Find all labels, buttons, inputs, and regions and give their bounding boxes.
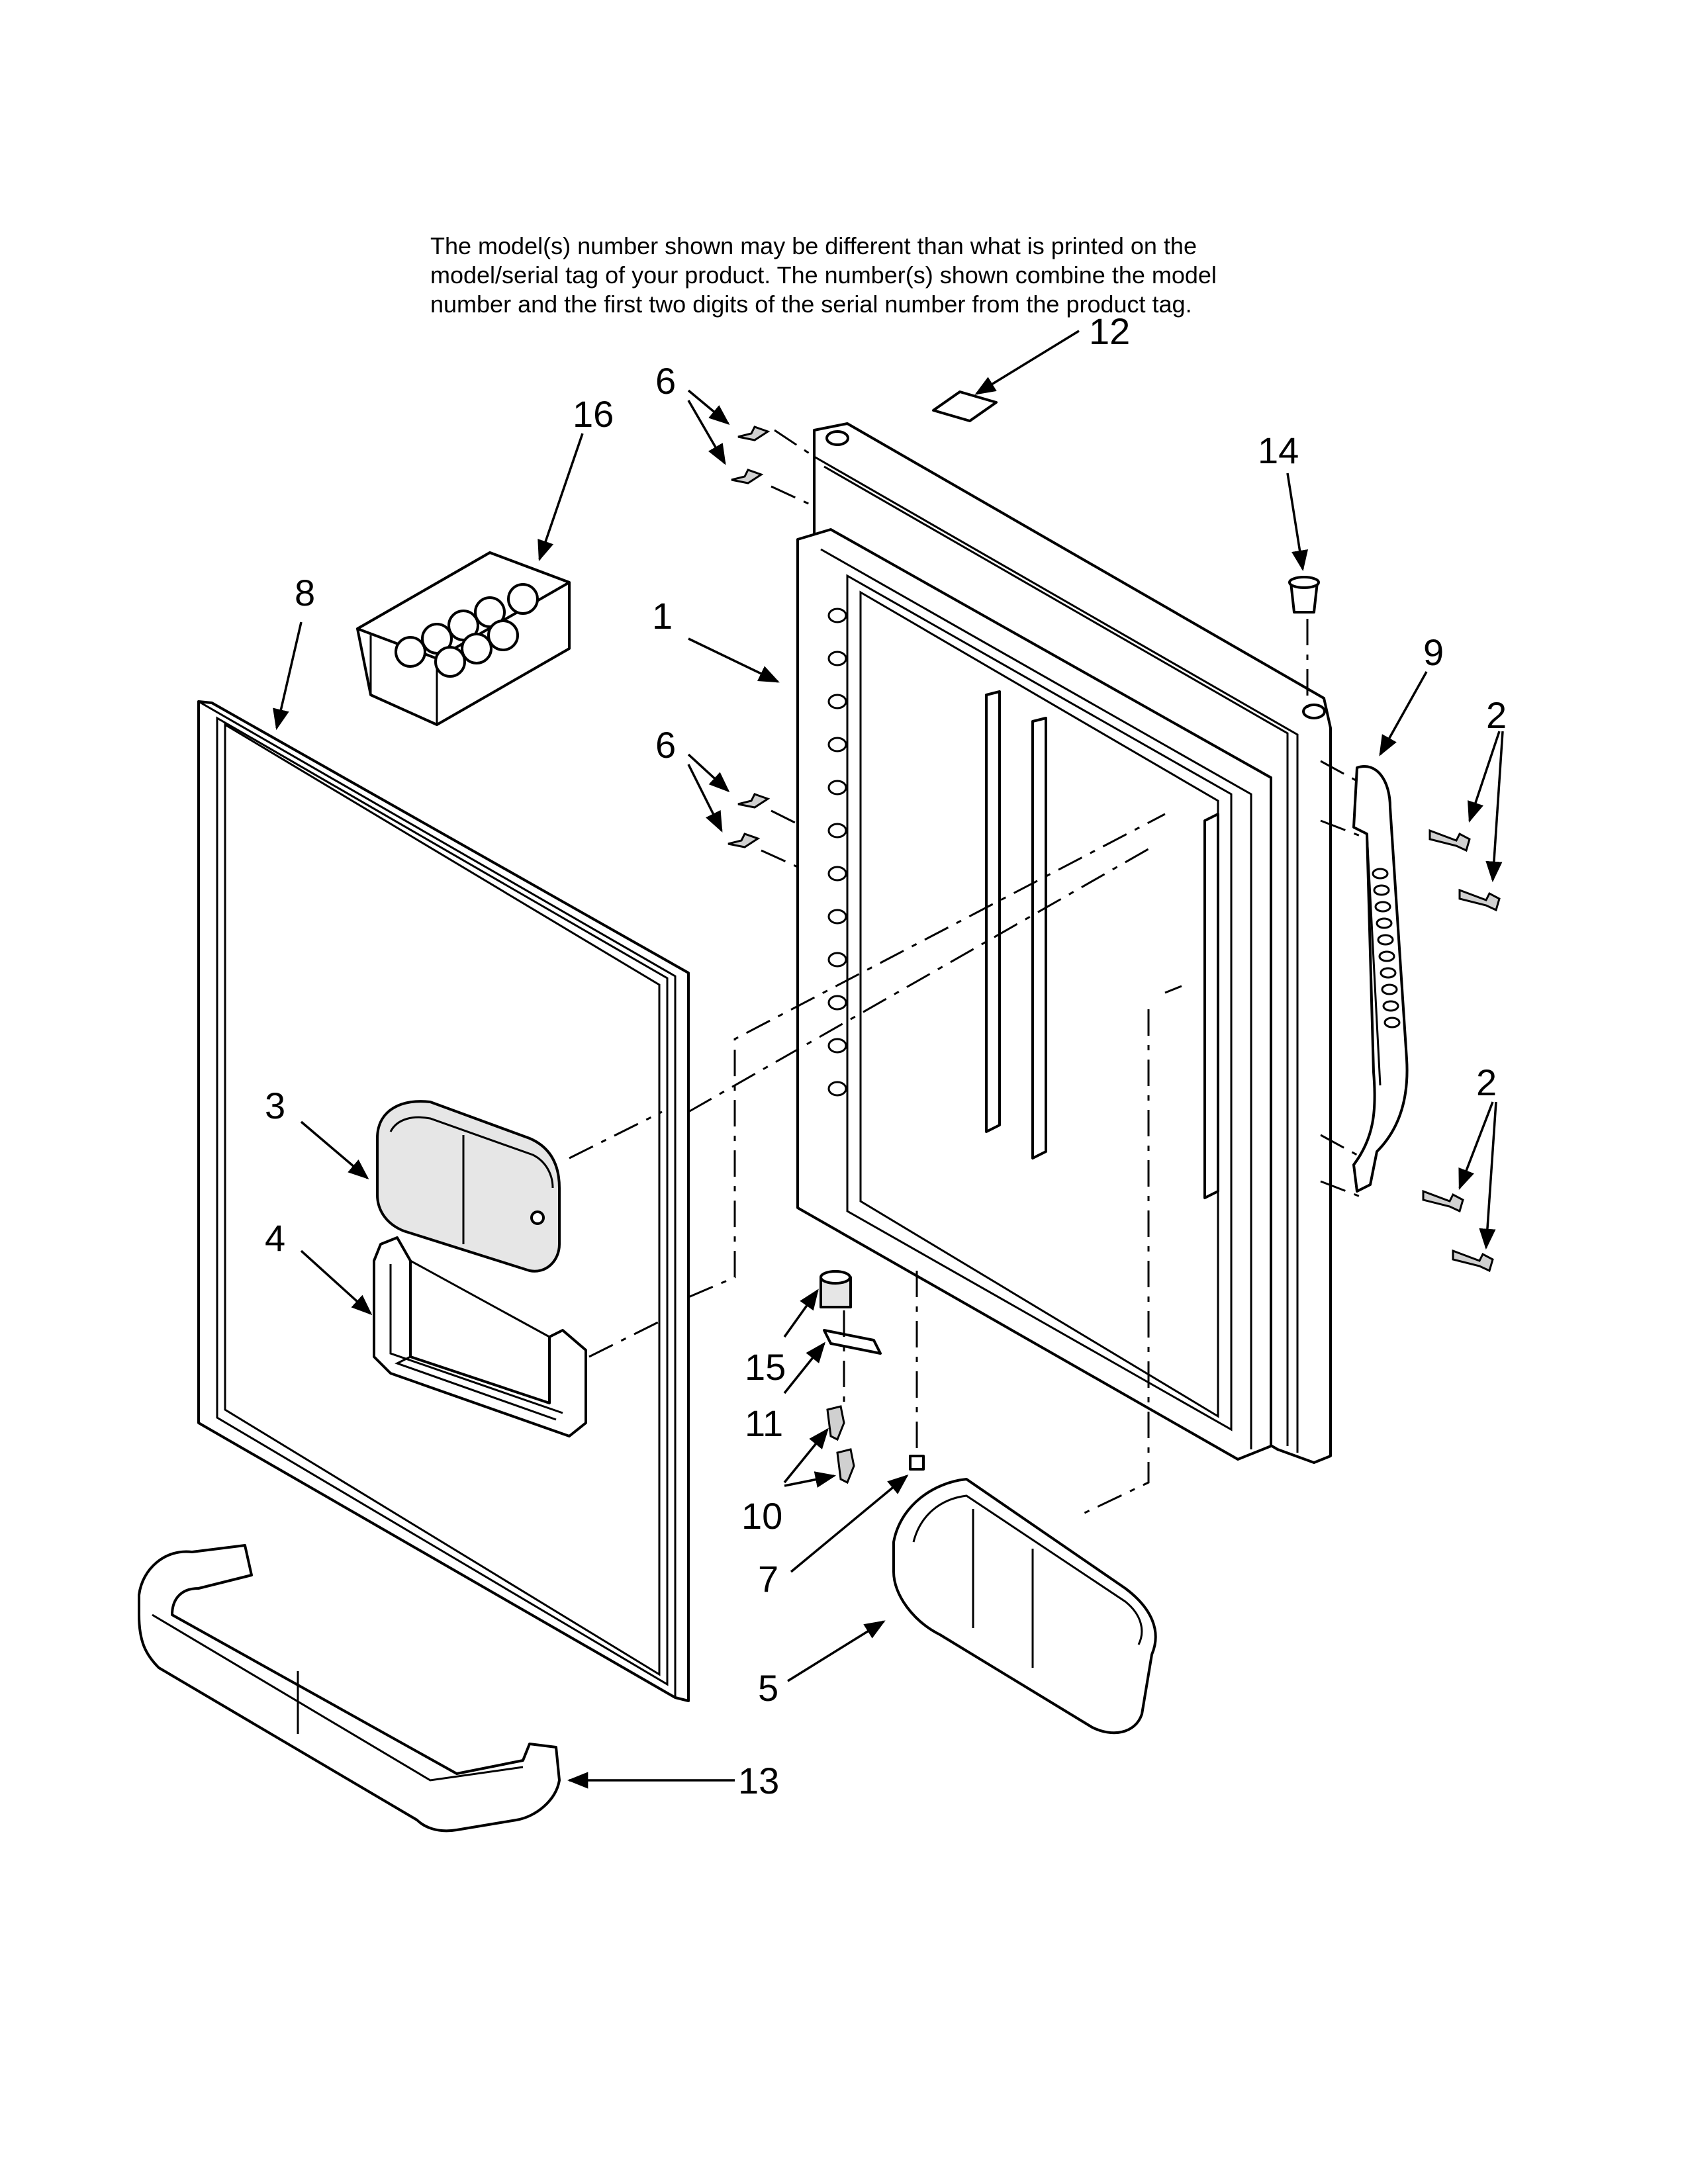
callout-1: 1 — [652, 595, 673, 637]
callout-6-upper: 6 — [655, 360, 676, 402]
door-stop-pin — [909, 1455, 925, 1471]
callout-4: 4 — [265, 1217, 285, 1259]
handle-screw-upper-2 — [1458, 888, 1501, 912]
callout-labels: 1 2 2 3 4 5 6 6 7 8 9 10 11 12 13 14 15 … — [265, 310, 1507, 1801]
callout-2-lower: 2 — [1476, 1062, 1497, 1103]
hole-plug — [1288, 576, 1320, 614]
handle-screw-lower-1 — [1422, 1189, 1464, 1213]
hinge-screw-2 — [836, 1448, 855, 1484]
door-handle — [1352, 765, 1409, 1193]
callout-2-upper: 2 — [1486, 694, 1507, 736]
frame-screw-mid-1 — [737, 793, 771, 809]
note-line-2: model/serial tag of your product. The nu… — [430, 261, 1217, 289]
hinge-screw-1 — [826, 1405, 845, 1441]
dispenser-cover — [376, 1100, 561, 1273]
door-rail — [138, 1544, 561, 1833]
door-bin — [892, 1478, 1157, 1735]
hinge-bracket — [823, 1329, 882, 1355]
callout-10: 10 — [741, 1495, 782, 1537]
door-liner-frame — [796, 422, 1332, 1464]
callout-3: 3 — [265, 1085, 285, 1126]
frame-screw-mid-2 — [727, 833, 761, 848]
callout-13: 13 — [738, 1760, 779, 1801]
callout-5: 5 — [758, 1667, 778, 1709]
callout-7: 7 — [758, 1558, 778, 1600]
note-line-3: number and the first two digits of the s… — [430, 291, 1192, 318]
callout-14: 14 — [1258, 430, 1299, 471]
handle-screw-upper-1 — [1429, 829, 1471, 852]
callout-16: 16 — [573, 393, 614, 435]
leader-lines — [273, 330, 1504, 1789]
callout-15: 15 — [745, 1346, 786, 1388]
dispenser-tray — [373, 1236, 587, 1437]
frame-screw-top-2 — [731, 469, 764, 484]
frame-screw-top-1 — [737, 426, 771, 441]
callout-12: 12 — [1089, 310, 1130, 352]
hinge-bushing — [820, 1270, 852, 1308]
ice-bin — [356, 551, 571, 726]
callout-6-lower: 6 — [655, 724, 676, 766]
alignment-lines — [569, 429, 1364, 1517]
door-label — [932, 390, 998, 422]
model-number-note: The model(s) number shown may be differe… — [430, 232, 1357, 319]
handle-screw-lower-2 — [1452, 1249, 1494, 1273]
callout-8: 8 — [295, 572, 315, 614]
note-line-1: The model(s) number shown may be differe… — [430, 232, 1197, 259]
callout-11: 11 — [745, 1402, 783, 1444]
callout-9: 9 — [1423, 631, 1444, 673]
